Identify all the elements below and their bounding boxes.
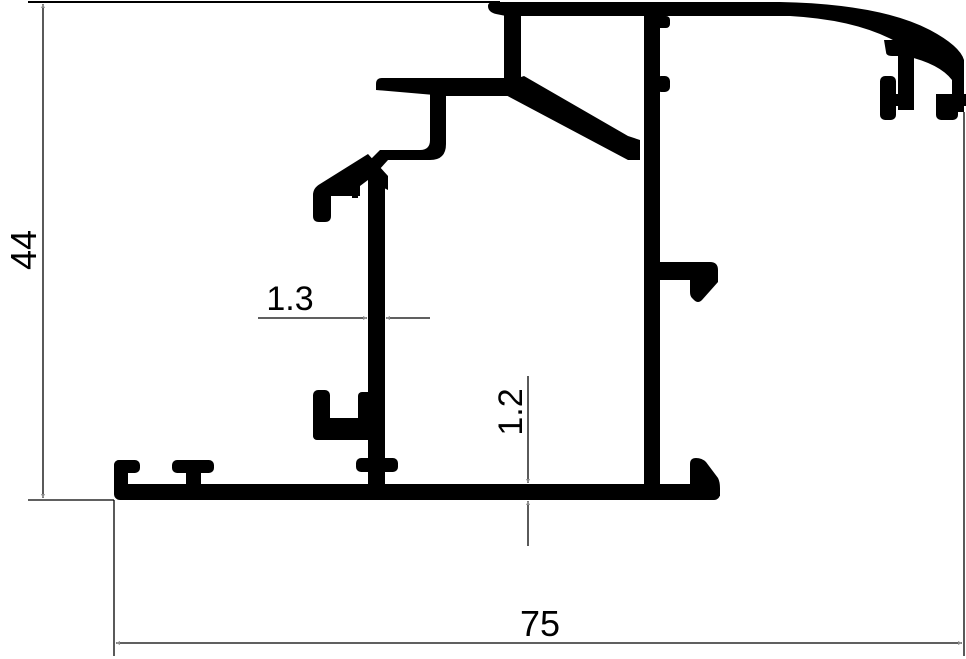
inner-wall-foot-tee bbox=[356, 458, 398, 472]
main-wall-hook bbox=[656, 262, 718, 302]
wall-thickness-label: 1.3 bbox=[266, 280, 313, 318]
clip-left-foot bbox=[880, 94, 910, 106]
base-left-hook bbox=[114, 460, 140, 473]
clip-right-leg bbox=[936, 96, 958, 120]
inner-vertical-wall bbox=[368, 180, 385, 490]
main-wall-bump-top bbox=[656, 16, 670, 28]
aluminum-profile bbox=[114, 2, 966, 500]
base-right-lip bbox=[690, 458, 720, 496]
main-wall-bump-mid bbox=[656, 76, 670, 92]
upper-hook-notch bbox=[352, 184, 358, 198]
upper-ledge bbox=[376, 78, 516, 96]
chamber-diagonal-strut bbox=[500, 76, 640, 160]
clip-inner-post bbox=[898, 44, 914, 110]
base-t-stem bbox=[186, 466, 201, 488]
lower-hook-bar bbox=[313, 418, 375, 440]
lower-hook-tip bbox=[358, 392, 372, 422]
top-flange bbox=[488, 2, 964, 112]
base-thickness-label: 1.2 bbox=[492, 388, 530, 435]
width-dimension-label: 75 bbox=[520, 603, 560, 644]
chamber-left-wall bbox=[504, 6, 521, 94]
diagonal-step bbox=[360, 94, 446, 180]
dimension-annotations bbox=[28, 1, 965, 656]
height-dimension-label: 44 bbox=[3, 230, 44, 270]
main-vertical-wall bbox=[644, 10, 660, 492]
base-flange bbox=[114, 484, 720, 500]
